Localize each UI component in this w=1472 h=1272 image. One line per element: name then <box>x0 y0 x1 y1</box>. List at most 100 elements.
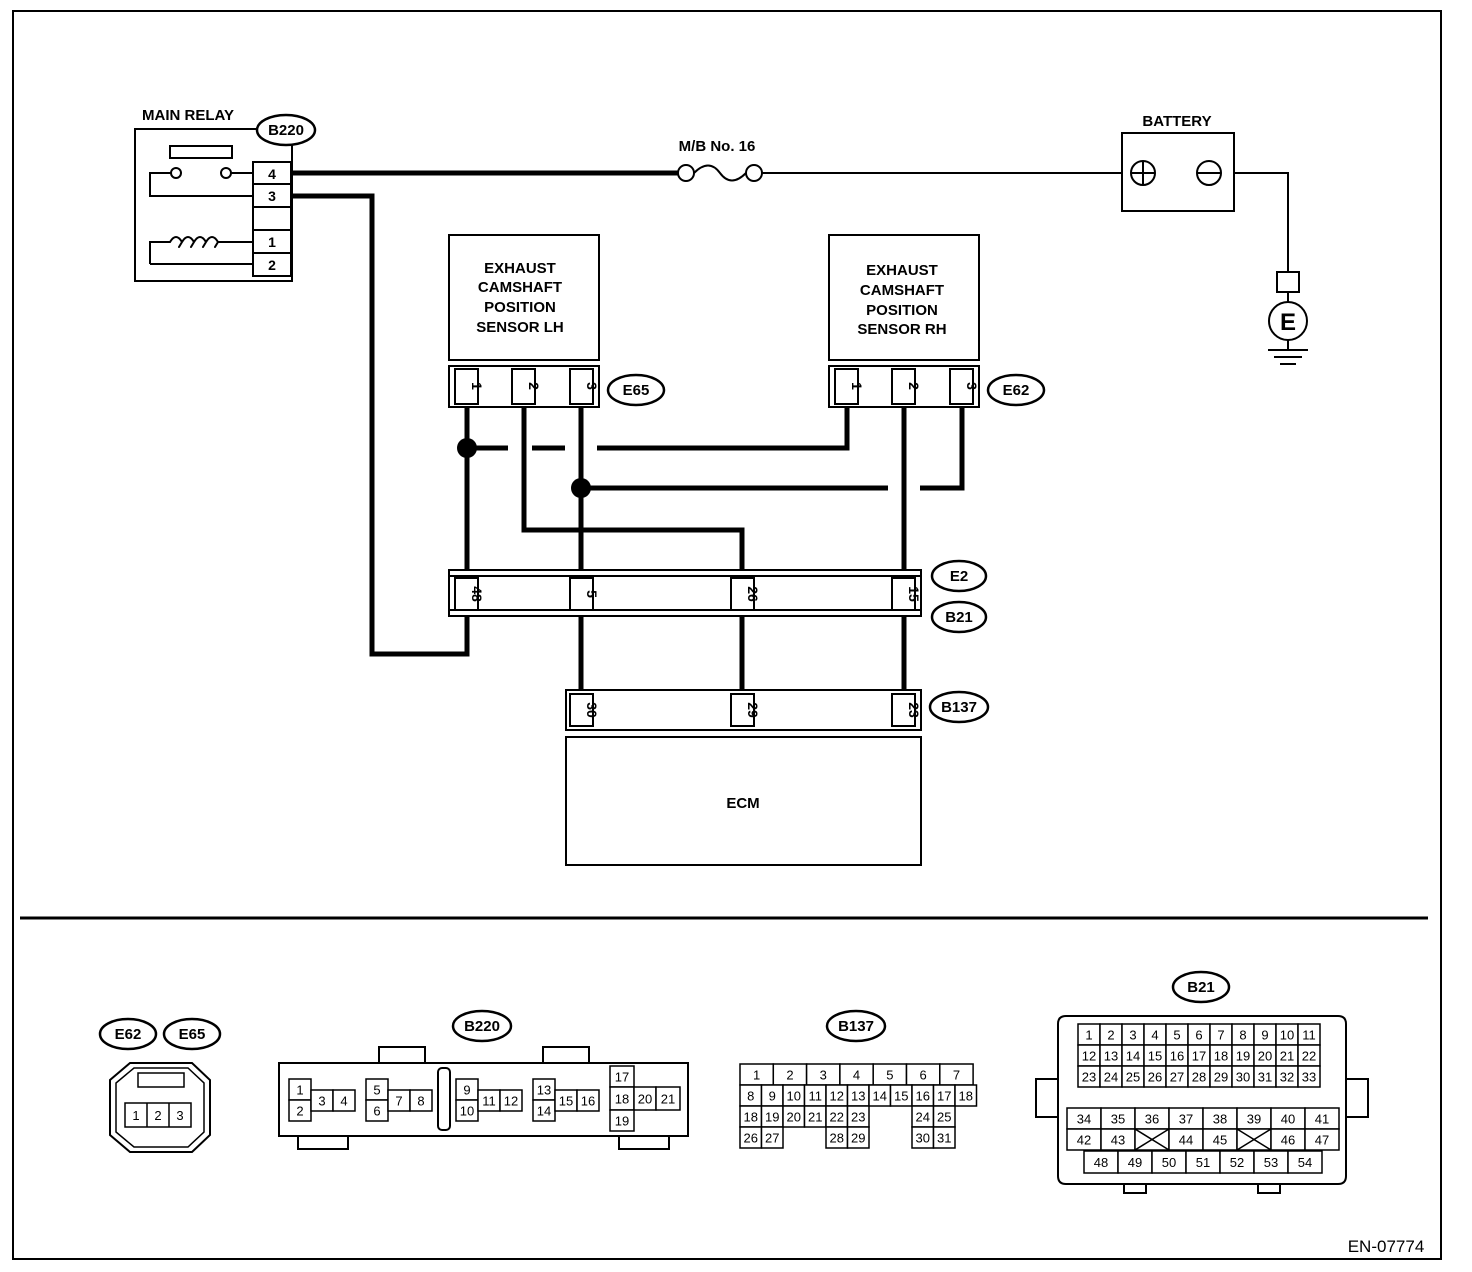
pin-number: 11 <box>809 1089 823 1104</box>
pin-number: 33 <box>1302 1070 1316 1085</box>
diagram-code: EN-07774 <box>1348 1237 1425 1256</box>
pin-number: 17 <box>1192 1049 1206 1064</box>
pin-number: 4 <box>1151 1028 1158 1043</box>
sensor-lh-line: POSITION <box>484 299 556 316</box>
pin-number: 21 <box>661 1092 675 1107</box>
pin-number: 38 <box>1213 1112 1227 1127</box>
pin-number: 45 <box>1213 1133 1227 1148</box>
pin-number: 30 <box>916 1131 930 1146</box>
relay-pin-label: 4 <box>268 166 276 182</box>
pin-number: 18 <box>615 1092 629 1107</box>
sensor-rh-line: SENSOR RH <box>857 321 946 338</box>
sensor-lh-line: SENSOR LH <box>476 319 564 336</box>
pin-number: 31 <box>1258 1070 1272 1085</box>
pin-number: 51 <box>1196 1155 1210 1170</box>
connector-tag-label: E62 <box>1003 382 1030 399</box>
sensor-pin-label: 1 <box>469 382 485 390</box>
pin-number: 8 <box>1239 1028 1246 1043</box>
pin-number: 1 <box>296 1083 303 1098</box>
relay-switch-bar <box>169 145 233 159</box>
pin-number: 2 <box>786 1068 793 1083</box>
ecm-pin-label: 30 <box>584 702 600 718</box>
pin-cell <box>655 1086 681 1111</box>
pin-number: 13 <box>537 1083 551 1098</box>
pin-number: 5 <box>373 1083 380 1098</box>
pin-number: 35 <box>1111 1112 1125 1127</box>
connector-tag-label: B21 <box>945 609 973 626</box>
pin-number: 17 <box>937 1089 951 1104</box>
pin-number: 2 <box>1107 1028 1114 1043</box>
pin-number: 25 <box>937 1110 951 1125</box>
connector-tag <box>986 373 1046 407</box>
wire-splice-to-rh-pin3 <box>581 407 965 491</box>
pin-number: 14 <box>1126 1049 1140 1064</box>
sensor-rh-body <box>828 234 980 361</box>
pin-number: 24 <box>1104 1070 1118 1085</box>
pin-number: 48 <box>1094 1155 1108 1170</box>
wire-lh-pin2-to-joint26 <box>521 407 745 570</box>
pin-number: 17 <box>615 1070 629 1085</box>
ground-terminal <box>1276 271 1300 293</box>
ecm-label: ECM <box>726 795 759 812</box>
pin-number: 14 <box>873 1089 887 1104</box>
pin-number: 13 <box>851 1089 865 1104</box>
splice-dot <box>457 438 477 458</box>
pin-number: 9 <box>769 1089 776 1104</box>
pin-number: 32 <box>1280 1070 1294 1085</box>
pin-number: 3 <box>820 1068 827 1083</box>
connector-tag <box>606 373 666 407</box>
pin-number: 18 <box>959 1089 973 1104</box>
pin-number: 23 <box>851 1110 865 1125</box>
wires <box>292 170 1289 690</box>
pin-number: 24 <box>916 1110 930 1125</box>
connector-tag-label: B137 <box>941 699 977 716</box>
pin-cell <box>1304 1128 1340 1151</box>
pin-number: 28 <box>830 1131 844 1146</box>
pin-number: 19 <box>1236 1049 1250 1064</box>
pin-number: 43 <box>1111 1133 1125 1148</box>
connector-tag-label: B220 <box>464 1018 500 1035</box>
pin-number: 50 <box>1162 1155 1176 1170</box>
pin-number: 6 <box>373 1104 380 1119</box>
pin-number: 9 <box>1261 1028 1268 1043</box>
pin-number: 28 <box>1192 1070 1206 1085</box>
pin-number: 26 <box>1148 1070 1162 1085</box>
pin-number: 16 <box>581 1094 595 1109</box>
sensor-pin-label: 3 <box>584 382 600 390</box>
fuse-icon <box>693 164 747 182</box>
joint-pin-label: 26 <box>745 586 761 602</box>
pin-number: 25 <box>1126 1070 1140 1085</box>
pin-cell <box>932 1126 956 1149</box>
pin-number: 15 <box>559 1094 573 1109</box>
connector-tag <box>930 600 988 634</box>
pin-number: 31 <box>937 1131 951 1146</box>
pin-cell <box>332 1089 356 1112</box>
pin-number: 46 <box>1281 1133 1295 1148</box>
wire-battery-to-ground <box>1234 172 1289 272</box>
pin-number: 12 <box>1082 1049 1096 1064</box>
fuse: M/B No. 16 <box>677 138 763 182</box>
sensor-rh: EXHAUST CAMSHAFT POSITION SENSOR RH 1 2 … <box>828 234 1046 408</box>
pin-number: 1 <box>1085 1028 1092 1043</box>
pin-number: 6 <box>1195 1028 1202 1043</box>
relay-switch-line <box>149 172 252 197</box>
ground-label: E <box>1280 309 1296 336</box>
relay-coil-icon <box>149 236 252 265</box>
joint-pin-label: 15 <box>906 586 922 602</box>
fuse-label: M/B No. 16 <box>679 138 756 155</box>
battery: BATTERY E <box>1121 113 1308 365</box>
pin-cell <box>760 1126 784 1149</box>
main-relay-label: MAIN RELAY <box>142 107 234 124</box>
pin-number: 22 <box>830 1110 844 1125</box>
pin-number: 30 <box>1236 1070 1250 1085</box>
pin-number: 37 <box>1179 1112 1193 1127</box>
sensor-lh: EXHAUST CAMSHAFT POSITION SENSOR LH 1 2 … <box>448 234 666 408</box>
pin-number: 8 <box>417 1094 424 1109</box>
pin-number: 15 <box>1148 1049 1162 1064</box>
pin-cell <box>954 1084 978 1107</box>
pin-number: 20 <box>1258 1049 1272 1064</box>
